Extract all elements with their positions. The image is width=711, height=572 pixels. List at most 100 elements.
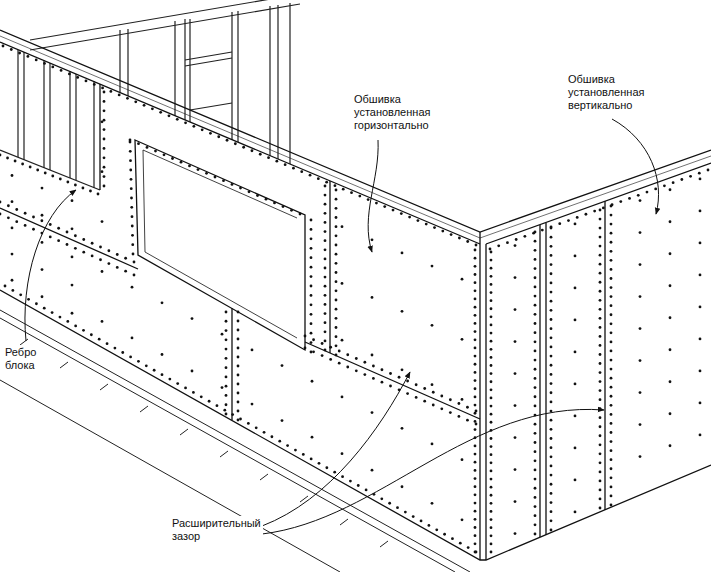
nail-dot — [514, 372, 517, 375]
nail-dot — [103, 138, 106, 141]
nail-dot — [599, 218, 602, 221]
nail-dot — [335, 326, 338, 329]
nail-dot — [225, 320, 228, 323]
nail-dot — [610, 250, 613, 253]
nail-dot — [41, 295, 44, 298]
nail-dot — [310, 351, 313, 354]
nail-dot — [669, 380, 672, 383]
nail-dot — [466, 419, 469, 422]
nail-dot — [599, 434, 602, 437]
nail-dot — [639, 199, 642, 202]
nail-dot — [443, 533, 446, 536]
nail-dot — [534, 377, 537, 380]
nail-dot — [324, 194, 327, 197]
nail-dot — [310, 341, 313, 344]
nail-dot — [599, 326, 602, 329]
nail-dot — [514, 308, 517, 311]
nail-dot — [121, 351, 124, 354]
nail-dot — [474, 379, 477, 382]
nail-dot — [350, 191, 353, 194]
nail-dot — [610, 295, 613, 298]
nail-dot — [131, 337, 134, 340]
nail-dot — [192, 125, 195, 128]
nail-dot — [431, 265, 434, 268]
nail-dot — [168, 378, 171, 381]
nail-dot — [129, 356, 132, 359]
nail-dot — [237, 383, 240, 386]
nail-dot — [474, 314, 477, 317]
nail-dot — [324, 312, 327, 315]
nail-dot — [310, 313, 313, 316]
nail-dot — [599, 425, 602, 428]
nail-dot — [11, 200, 14, 203]
nail-dot — [324, 339, 327, 342]
nail-dot — [490, 259, 493, 262]
nail-dot — [74, 184, 77, 187]
nail-dot — [574, 415, 577, 418]
nail-dot — [699, 210, 702, 213]
nail-dot — [610, 377, 613, 380]
nail-dot — [191, 317, 194, 320]
nail-dot — [389, 385, 392, 388]
nail-dot — [251, 403, 254, 406]
nail-dot — [599, 461, 602, 464]
nail-dot — [550, 529, 553, 532]
nail-dot — [358, 195, 361, 198]
nail-dot — [101, 220, 104, 223]
nail-dot — [550, 391, 553, 394]
nail-dot — [371, 354, 374, 357]
nail-dot — [237, 365, 240, 368]
nail-dot — [310, 285, 313, 288]
nail-dot — [599, 416, 602, 419]
nail-dot — [311, 436, 314, 439]
nail-dot — [610, 341, 613, 344]
nail-dot — [324, 212, 327, 215]
nail-dot — [310, 332, 313, 335]
nail-dot — [534, 441, 537, 444]
nail-dot — [131, 286, 134, 289]
nail-dot — [191, 370, 194, 373]
nail-dot — [432, 404, 435, 407]
nail-dot — [357, 484, 360, 487]
nail-dot — [680, 178, 683, 181]
nail-dot — [324, 303, 327, 306]
nail-dot — [130, 178, 133, 181]
nail-dot — [585, 213, 588, 216]
nail-dot — [490, 421, 493, 424]
nail-dot — [599, 443, 602, 446]
nail-dot — [200, 395, 203, 398]
nail-dot — [267, 156, 270, 159]
nail-dot — [490, 324, 493, 327]
nail-dot — [474, 249, 477, 252]
nail-dot — [432, 391, 435, 394]
nail-dot — [534, 359, 537, 362]
nail-dot — [130, 206, 133, 209]
nail-dot — [431, 443, 434, 446]
nail-dot — [372, 365, 375, 368]
foundation — [0, 310, 470, 572]
nail-dot — [534, 395, 537, 398]
nail-dot — [534, 404, 537, 407]
nail-dot — [637, 194, 640, 197]
nail-dot — [107, 249, 110, 252]
nail-dot — [334, 184, 337, 187]
nail-dot — [534, 295, 537, 298]
nail-dot — [669, 444, 672, 447]
nail-dot — [474, 273, 477, 276]
nail-dot — [335, 299, 338, 302]
nail-dot — [474, 330, 477, 333]
nail-dot — [534, 496, 537, 499]
nail-dot — [474, 485, 477, 488]
nail-dot — [107, 262, 110, 265]
nail-dot — [458, 402, 461, 405]
nail-dot — [290, 209, 293, 212]
nail-dot — [423, 400, 426, 403]
nail-dot — [11, 226, 14, 229]
nail-dot — [400, 212, 403, 215]
nail-dot — [610, 286, 613, 289]
nail-dot — [15, 208, 18, 211]
nail-dot — [474, 306, 477, 309]
nail-dot — [131, 225, 134, 228]
nail-dot — [11, 174, 14, 177]
nail-dot — [32, 216, 35, 219]
